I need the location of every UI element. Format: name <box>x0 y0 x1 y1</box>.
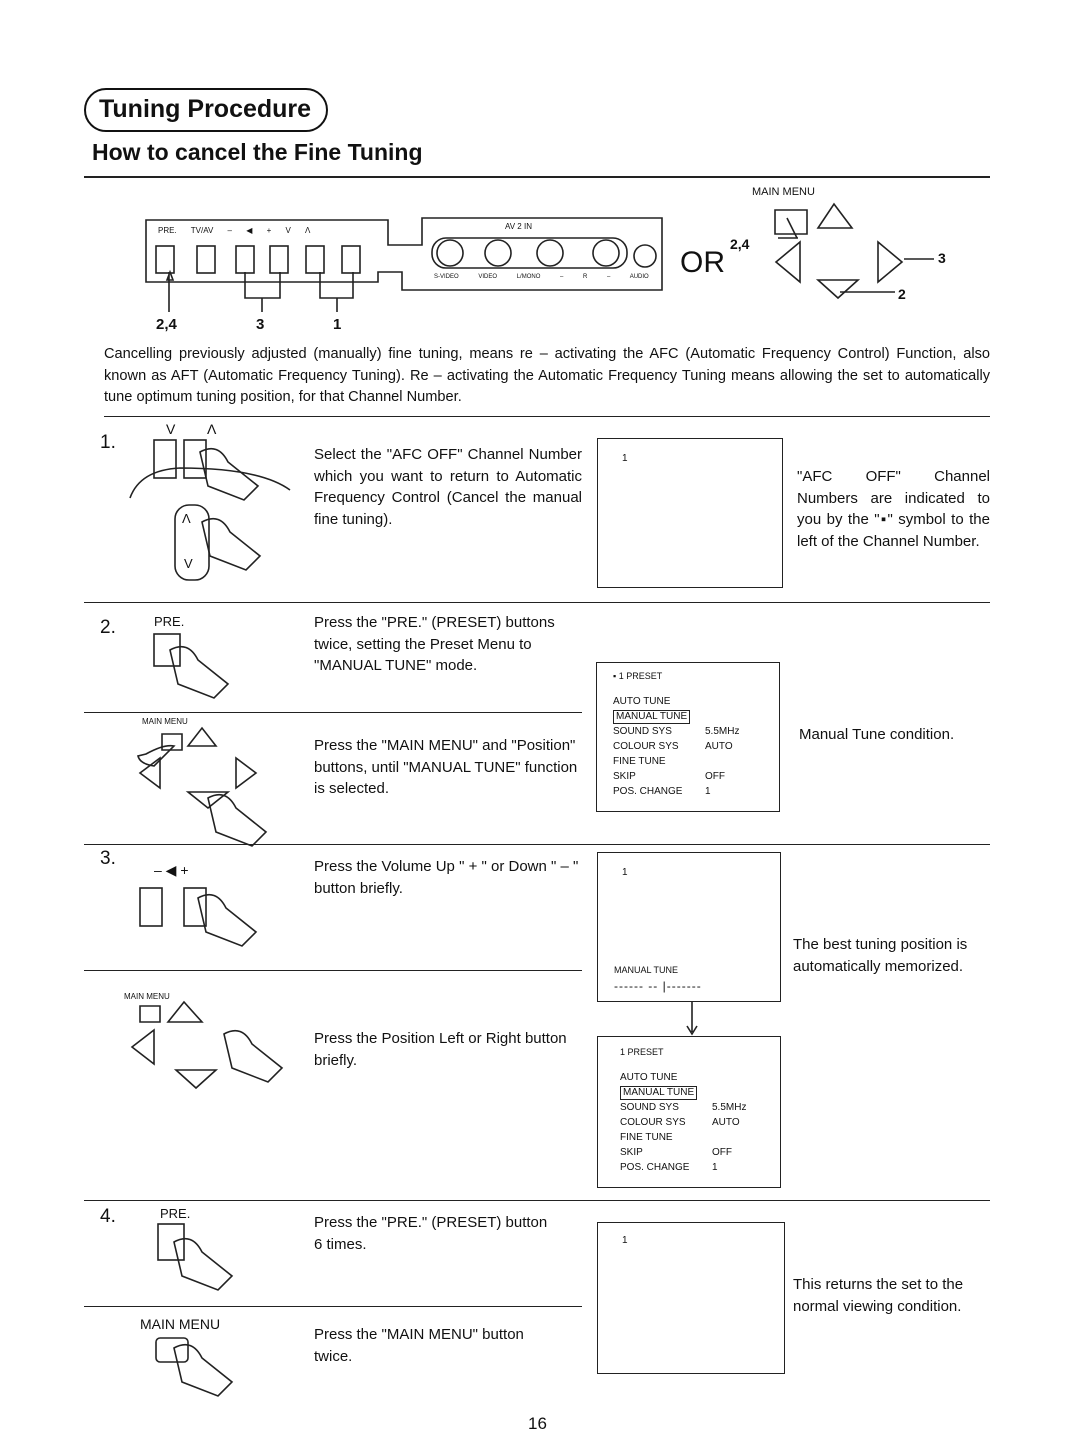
preset-menu: ▪ 1 PRESET AUTO TUNE MANUAL TUNE SOUND S… <box>613 669 739 799</box>
or-text: OR <box>680 246 725 279</box>
page-subtitle: How to cancel the Fine Tuning <box>92 139 423 165</box>
step-4-text-a: Press the "PRE." (PRESET) button 6 times… <box>314 1214 548 1253</box>
preset-menu-2: 1 PRESET AUTO TUNE MANUAL TUNE SOUND SYS… <box>620 1045 746 1175</box>
step-3-menu-screen: 1 PRESET AUTO TUNE MANUAL TUNE SOUND SYS… <box>597 1036 781 1188</box>
rule-3 <box>84 844 990 845</box>
screen-channel: 1 <box>622 867 628 878</box>
rule-4a <box>84 1306 582 1307</box>
step-1-icon <box>129 439 291 581</box>
step-2-text-a: Press the "PRE." (PRESET) buttons twice,… <box>314 614 555 674</box>
step-4-text-b: Press the "MAIN MENU" button twice. <box>314 1326 524 1365</box>
remote-callout-2-4: 2,4 <box>730 236 750 252</box>
menu-colour-sys-value: AUTO <box>705 741 733 752</box>
menu-fine-tune-2: FINE TUNE <box>620 1132 673 1143</box>
menu-colour-sys-2: COLOUR SYS <box>620 1117 686 1128</box>
up-label: Λ <box>207 421 217 437</box>
menu-auto-tune: AUTO TUNE <box>613 696 671 707</box>
step-4-number: 4. <box>100 1206 116 1227</box>
menu-colour-sys-value-2: AUTO <box>712 1117 740 1128</box>
main-menu-label: MAIN MENU <box>752 186 815 198</box>
header-rule <box>84 176 990 178</box>
pos-up-label: Λ <box>182 511 191 526</box>
screen-channel: 1 <box>622 1235 628 1246</box>
menu-pos-change-2: POS. CHANGE <box>620 1162 690 1173</box>
step-3-text-a: Press the Volume Up " + " or Down " – " … <box>314 858 579 897</box>
step-3-screen: 1 MANUAL TUNE ------ -- |------- <box>597 852 781 1002</box>
menu-manual-tune-2: MANUAL TUNE <box>620 1086 698 1100</box>
menu-sound-sys-2: SOUND SYS <box>620 1102 679 1113</box>
down-arrow-icon <box>686 1002 698 1036</box>
step-3-volume-label: – ◀ + <box>154 862 189 878</box>
remote-callout-3: 3 <box>938 250 946 266</box>
step-4-pre-label: PRE. <box>160 1206 191 1221</box>
panel-labels: PRE. TV/AV – ◀ + V Λ <box>158 226 311 235</box>
callout-2-4: 2,4 <box>156 316 177 333</box>
page-number: 16 <box>528 1414 547 1433</box>
callout-3: 3 <box>256 316 265 333</box>
menu-auto-tune-2: AUTO TUNE <box>620 1072 678 1083</box>
step-1-note: "AFC OFF" Channel Numbers are indicated … <box>797 468 990 550</box>
preset-header: ▪ 1 PRESET <box>613 671 663 681</box>
step-4-main-menu-label: MAIN MENU <box>140 1316 221 1332</box>
intro-paragraph: Cancelling previously adjusted (manually… <box>104 346 990 405</box>
step-2-pre-icon <box>153 633 230 699</box>
rule-2a <box>84 712 582 713</box>
section-title-box: Tuning Procedure <box>84 88 328 132</box>
step-2-note: Manual Tune condition. <box>799 726 955 743</box>
menu-skip-2: SKIP <box>620 1147 643 1158</box>
rule-1 <box>104 416 990 417</box>
preset-header-2: 1 PRESET <box>620 1047 664 1057</box>
step-1-number: 1. <box>100 432 116 453</box>
menu-pos-change: POS. CHANGE <box>613 786 683 797</box>
step-2-pre-label: PRE. <box>154 614 185 629</box>
step-2-number: 2. <box>100 617 116 638</box>
step-3-text-b: Press the Position Left or Right button … <box>314 1030 567 1069</box>
callout-1: 1 <box>333 316 342 333</box>
step-4-menu-icon <box>155 1337 234 1397</box>
rule-2 <box>84 602 990 603</box>
step-3-number: 3. <box>100 848 116 869</box>
remote-callout-2: 2 <box>898 286 906 302</box>
menu-colour-sys: COLOUR SYS <box>613 741 679 752</box>
step-3-volume-icon <box>139 887 258 947</box>
step-1-screen: 1 <box>597 438 783 588</box>
step-2-screen: ▪ 1 PRESET AUTO TUNE MANUAL TUNE SOUND S… <box>596 662 780 812</box>
menu-skip: SKIP <box>613 771 636 782</box>
step-3-menu-icon <box>130 1000 284 1090</box>
section-title: Tuning Procedure <box>99 95 312 123</box>
step-2-menu-icon <box>137 726 268 847</box>
menu-manual-tune: MANUAL TUNE <box>613 710 691 724</box>
front-panel-diagram <box>145 202 934 312</box>
menu-sound-sys-value-2: 5.5MHz <box>712 1102 747 1113</box>
step-3-note: The best tuning position is automaticall… <box>793 936 968 975</box>
v-label: V <box>166 421 176 437</box>
av-label: AV 2 IN <box>505 222 532 231</box>
screen-channel: 1 <box>622 453 628 464</box>
step-2-text-b: Press the "MAIN MENU" and "Position" but… <box>314 737 578 797</box>
menu-sound-sys-value: 5.5MHz <box>705 726 740 737</box>
pos-down-label: V <box>184 556 193 571</box>
step-4-screen: 1 <box>597 1222 785 1374</box>
menu-sound-sys: SOUND SYS <box>613 726 672 737</box>
step-3-main-menu-label: MAIN MENU <box>124 992 170 1001</box>
step-4-pre-icon <box>157 1223 234 1291</box>
jack-labels: S-VIDEO VIDEO L/MONO – R – AUDIO <box>434 274 649 280</box>
rule-3a <box>84 970 582 971</box>
menu-pos-change-value-2: 1 <box>712 1162 718 1173</box>
tune-bar: ------ -- |------- <box>614 979 702 993</box>
rule-4 <box>84 1200 990 1201</box>
menu-fine-tune: FINE TUNE <box>613 756 666 767</box>
step-2-main-menu-label: MAIN MENU <box>142 717 188 726</box>
menu-skip-value-2: OFF <box>712 1147 732 1158</box>
step-4-note: This returns the set to the normal viewi… <box>793 1276 964 1315</box>
menu-skip-value: OFF <box>705 771 725 782</box>
manual-tune-label: MANUAL TUNE <box>614 965 679 975</box>
step-1-text: Select the "AFC OFF" Channel Number whic… <box>314 446 582 528</box>
menu-pos-change-value: 1 <box>705 786 711 797</box>
